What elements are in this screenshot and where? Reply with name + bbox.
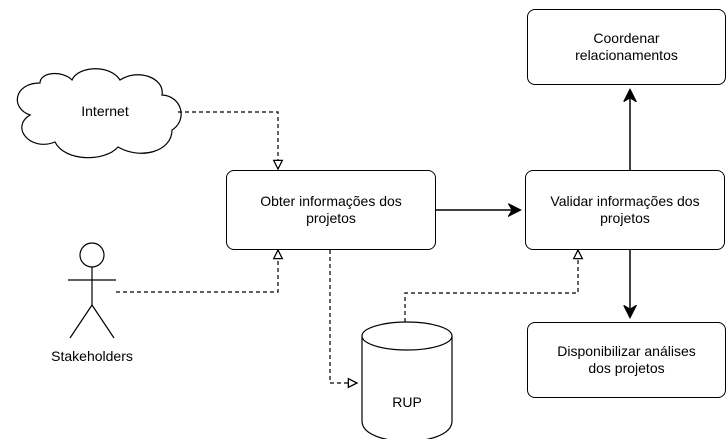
stakeholders-actor-icon[interactable] xyxy=(68,242,116,339)
edge-rup-to-validar xyxy=(404,250,578,322)
obter-informacoes-node[interactable]: Obter informações dos projetos xyxy=(226,170,436,250)
validar-informacoes-node[interactable]: Validar informações dos projetos xyxy=(525,170,725,250)
edge-stakeholders-to-obter xyxy=(116,250,278,293)
rup-database-shape[interactable] xyxy=(361,321,453,439)
disponibilizar-analises-node[interactable]: Disponibilizar análises dos projetos xyxy=(527,322,726,398)
rup-label: RUP xyxy=(392,394,422,410)
internet-cloud-shape[interactable] xyxy=(16,68,182,159)
edge-internet-to-obter xyxy=(178,111,278,169)
stakeholders-label: Stakeholders xyxy=(51,348,133,364)
internet-label: Internet xyxy=(81,103,129,119)
coordenar-relacionamentos-node[interactable]: Coordenar relacionamentos xyxy=(527,9,726,85)
edge-obter-to-rup xyxy=(329,250,357,383)
